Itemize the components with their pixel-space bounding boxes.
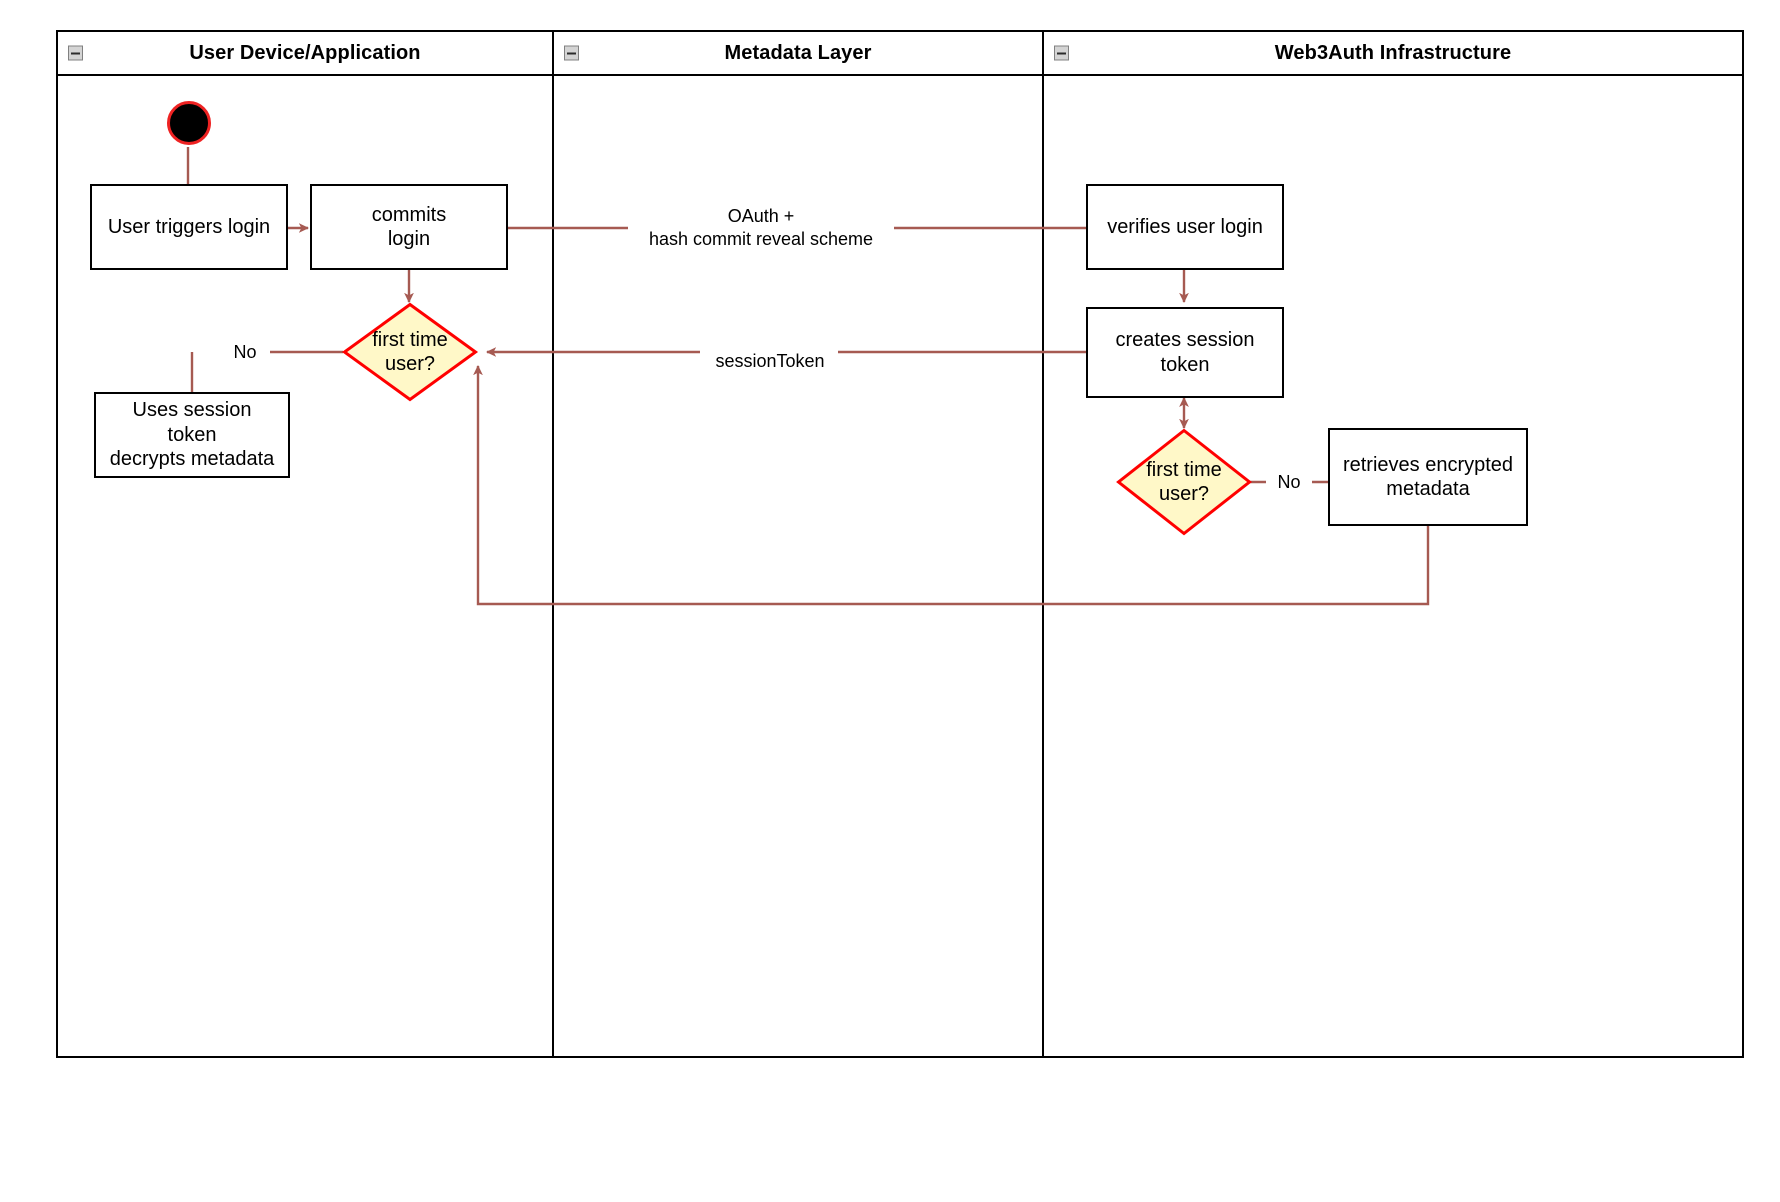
lane-user-device: User Device/Application — [58, 32, 552, 1056]
edge-label-oauth: OAuth + hash commit reveal scheme — [628, 205, 894, 250]
activity-commits-login-line2: login — [387, 228, 431, 250]
activity-commits-login[interactable]: commits login — [310, 184, 508, 270]
activity-verifies-user-login[interactable]: verifies user login — [1086, 184, 1284, 270]
edge-label-session-token: sessionToken — [702, 350, 838, 373]
lane-header-user-device: User Device/Application — [58, 32, 552, 76]
activity-commits-login-line1: commits — [371, 203, 447, 226]
decision-first-time-user-left[interactable]: first time user? — [341, 302, 479, 402]
activity-uses-session-token-line1: Uses session — [132, 399, 252, 422]
activity-retrieves-encrypted-metadata-line1: retrieves encrypted — [1342, 453, 1514, 476]
activity-uses-session-token-line3: decrypts metadata — [109, 448, 275, 471]
activity-verifies-user-login-label: verifies user login — [1107, 215, 1263, 238]
lane-title-user-device: User Device/Application — [189, 42, 421, 64]
activity-creates-session-token-line2: token — [1160, 353, 1210, 376]
minus-square-icon[interactable] — [1054, 45, 1069, 61]
lane-metadata: Metadata Layer — [552, 32, 1042, 1056]
edge-label-oauth-line2: hash commit reveal scheme — [648, 228, 874, 249]
activity-uses-session-token-line2: token — [167, 423, 217, 446]
activity-creates-session-token[interactable]: creates session token — [1086, 307, 1284, 398]
edge-label-no-left: No — [220, 341, 270, 364]
activity-uses-session-token[interactable]: Uses session token decrypts metadata — [94, 392, 290, 478]
edge-label-no-right: No — [1266, 471, 1312, 494]
minus-square-icon[interactable] — [68, 45, 83, 61]
activity-creates-session-token-line1: creates session — [1115, 329, 1255, 352]
lane-title-web3auth: Web3Auth Infrastructure — [1274, 42, 1512, 64]
minus-square-icon[interactable] — [564, 45, 579, 61]
activity-user-triggers-login[interactable]: User triggers login — [90, 184, 288, 270]
lane-title-metadata: Metadata Layer — [724, 42, 872, 64]
activity-retrieves-encrypted-metadata-line2: metadata — [1386, 478, 1470, 500]
start-node[interactable] — [167, 101, 211, 145]
lane-header-metadata: Metadata Layer — [554, 32, 1042, 76]
lane-header-web3auth: Web3Auth Infrastructure — [1044, 32, 1742, 76]
edge-label-oauth-line1: OAuth + — [727, 206, 795, 226]
activity-retrieves-encrypted-metadata[interactable]: retrieves encrypted metadata — [1328, 428, 1528, 526]
activity-user-triggers-login-label: User triggers login — [107, 215, 271, 238]
decision-first-time-user-right[interactable]: first time user? — [1116, 428, 1252, 536]
